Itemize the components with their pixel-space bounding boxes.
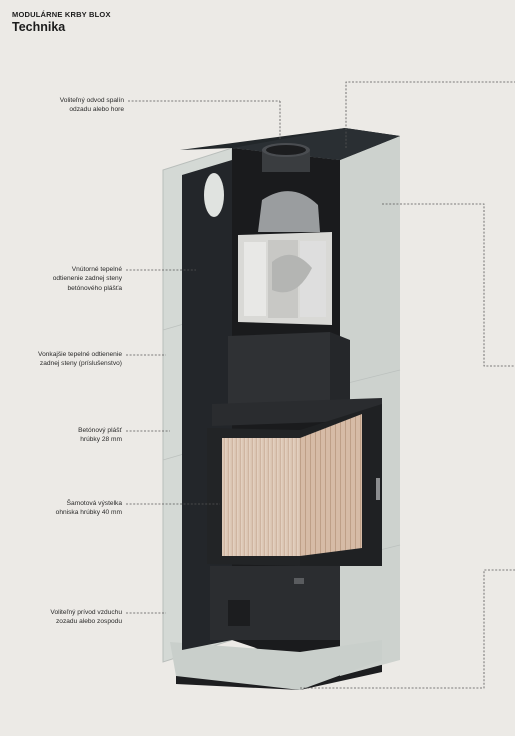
page-title: Technika bbox=[12, 20, 66, 34]
callout-firebrick-lining: Šamotová výstelka ohniska hrúbky 40 mm bbox=[55, 500, 122, 517]
callout-inner-shielding: Vnútorné tepelné odtienenie zadnej steny… bbox=[52, 266, 122, 292]
heat-accumulation-rings bbox=[238, 191, 332, 325]
callout-leaders bbox=[126, 81, 515, 689]
stove-body bbox=[212, 332, 382, 426]
callout-flue-outlet: Voliteľný odvod spalín odzadu alebo hore bbox=[59, 97, 124, 114]
callout-concrete-shell: Betónový plášť hrúbky 28 mm bbox=[78, 427, 122, 444]
callout-outer-shielding: Vonkajšie tepelné odtienenie zadnej sten… bbox=[38, 351, 122, 368]
firebox-door bbox=[207, 404, 382, 566]
stove-stand bbox=[210, 566, 340, 640]
flue-collar bbox=[262, 143, 310, 172]
section-kicker: MODULÁRNE KRBY BLOX bbox=[12, 10, 111, 19]
callout-air-inlet: Voliteľný prívod vzduchu zozadu alebo zo… bbox=[50, 609, 122, 626]
